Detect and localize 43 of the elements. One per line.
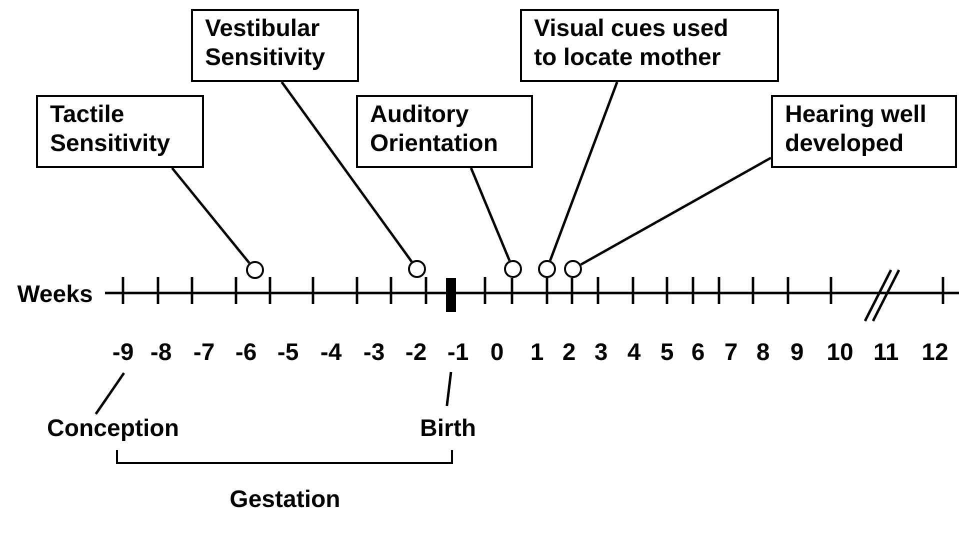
tick-label: 6 xyxy=(691,339,705,367)
axis-title: Weeks xyxy=(17,281,93,309)
leader-line xyxy=(280,81,413,262)
callout-box: Vestibular Sensitivity xyxy=(191,9,359,82)
callout-box: Tactile Sensitivity xyxy=(36,95,204,168)
tick-label: -4 xyxy=(320,339,342,367)
tick-label: 7 xyxy=(724,339,738,367)
event-label: Birth xyxy=(420,414,476,443)
event-label: Conception xyxy=(47,414,179,443)
tick-label: -2 xyxy=(405,339,427,367)
tick-label: 10 xyxy=(826,339,854,367)
callout-box: Visual cues used to locate mother xyxy=(520,9,779,82)
tick-label: -8 xyxy=(150,339,172,367)
leader-line xyxy=(446,372,452,406)
tick-label: -1 xyxy=(447,339,469,367)
tick-label: -5 xyxy=(277,339,299,367)
leader-line xyxy=(94,372,126,415)
tick-label: 11 xyxy=(873,339,899,367)
tick-label: 3 xyxy=(594,339,608,367)
leader-line xyxy=(171,167,250,264)
leader-line xyxy=(470,168,511,262)
tick-label: -7 xyxy=(193,339,215,367)
marker-circle xyxy=(564,260,582,278)
marker-circle xyxy=(246,261,264,279)
leader-line xyxy=(580,156,772,266)
tick-label: -6 xyxy=(235,339,257,367)
tick-label: 4 xyxy=(627,339,641,367)
tick-label: 1 xyxy=(530,339,544,367)
tick-label: 2 xyxy=(562,339,576,367)
tick-label: 5 xyxy=(660,339,674,367)
tick-label: 0 xyxy=(490,339,504,367)
tick-label: -3 xyxy=(363,339,385,367)
leader-line xyxy=(548,82,618,262)
bracket-label: Gestation xyxy=(230,486,340,514)
callout-box: Hearing well developed xyxy=(771,95,957,168)
marker-circle xyxy=(538,260,556,278)
marker-circle xyxy=(504,260,522,278)
tick-label: 12 xyxy=(922,339,948,367)
callout-box: Auditory Orientation xyxy=(356,95,533,168)
tick-label: 9 xyxy=(790,339,804,367)
marker-circle xyxy=(408,260,426,278)
tick-label: -9 xyxy=(112,339,134,367)
tick-label: 8 xyxy=(756,339,770,367)
